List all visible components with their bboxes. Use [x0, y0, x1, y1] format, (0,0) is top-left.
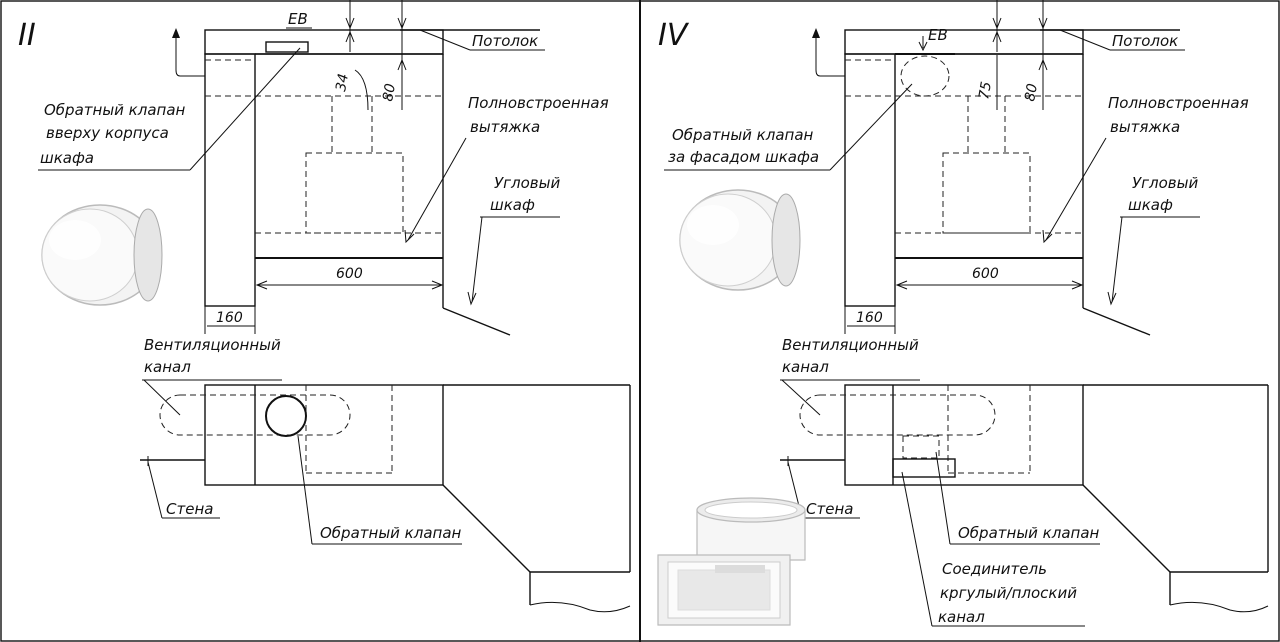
dim-width: 600	[972, 266, 999, 282]
duct-column	[204, 53, 256, 307]
dim-side: 160	[216, 310, 243, 326]
valve-plan-label: Обратный клапан	[320, 524, 462, 542]
plan-duct-outline	[159, 394, 351, 436]
corner-label-2: шкаф	[1128, 196, 1173, 214]
hood-label-1: Полновстроенная	[468, 94, 609, 112]
dim-top-b: 80	[1022, 82, 1041, 102]
vent-label-2: канал	[144, 358, 191, 376]
dim-width: 600	[336, 266, 363, 282]
corner-label-1: Угловый	[1132, 174, 1198, 192]
connector-photo	[657, 497, 806, 626]
plan-cabinet	[204, 384, 444, 486]
duct-column	[844, 53, 896, 307]
valve-top-leader	[189, 47, 301, 171]
roman-numeral: II	[18, 18, 36, 53]
valve-photo	[41, 204, 163, 306]
panel-right: IV Потолок EB 75 80	[657, 0, 1269, 627]
connector-label-3: канал	[938, 608, 985, 626]
roman-numeral: IV	[658, 18, 690, 53]
wall-label: Стена	[166, 500, 213, 518]
dim-top-a: 34	[333, 72, 352, 92]
valve-photo	[679, 189, 801, 291]
valve-top-label-3: шкафа	[40, 149, 94, 167]
ceiling-label: Потолок	[472, 32, 538, 50]
hood-label-1: Полновстроенная	[1108, 94, 1249, 112]
corner-label-2: шкаф	[490, 196, 535, 214]
connector-label-1: Соединитель	[942, 560, 1047, 578]
valve-top-element	[265, 41, 309, 53]
connector-label-2: кргулый/плоский	[940, 584, 1077, 602]
dim-top-b: 80	[380, 82, 399, 102]
plan-connector	[892, 458, 956, 478]
valve-top-label-1: Обратный клапан	[672, 126, 814, 144]
ceiling-block	[204, 29, 444, 55]
valve-top-label-2: за фасадом шкафа	[668, 148, 819, 166]
hood-label-2: вытяжка	[470, 118, 540, 136]
dim-side: 160	[856, 310, 883, 326]
ev-label: EB	[288, 10, 308, 28]
vent-label-1: Вентиляционный	[782, 336, 919, 354]
vent-label-2: канал	[782, 358, 829, 376]
exhaust-arrow	[175, 30, 205, 77]
ceiling-block	[844, 29, 1084, 55]
corner-label-1: Угловый	[494, 174, 560, 192]
plan-valve-circle	[265, 395, 307, 437]
valve-top-label-1: Обратный клапан	[44, 101, 186, 119]
panel-left: II Потолок EB 34 8	[18, 0, 631, 613]
ev-label: EB	[928, 26, 948, 44]
valve-plan-label: Обратный клапан	[958, 524, 1100, 542]
valve-hidden	[900, 55, 950, 97]
valve-top-label-2: вверху корпуса	[46, 124, 169, 142]
hood-outline	[305, 152, 404, 234]
hood-outline	[942, 152, 1031, 234]
ceiling-leader	[419, 29, 471, 51]
exhaust-arrow	[815, 30, 845, 77]
ceiling-label: Потолок	[1112, 32, 1178, 50]
hood-label-2: вытяжка	[1110, 118, 1180, 136]
dim-top-a: 75	[976, 80, 995, 100]
vent-label-1: Вентиляционный	[144, 336, 281, 354]
wall-label: Стена	[806, 500, 853, 518]
